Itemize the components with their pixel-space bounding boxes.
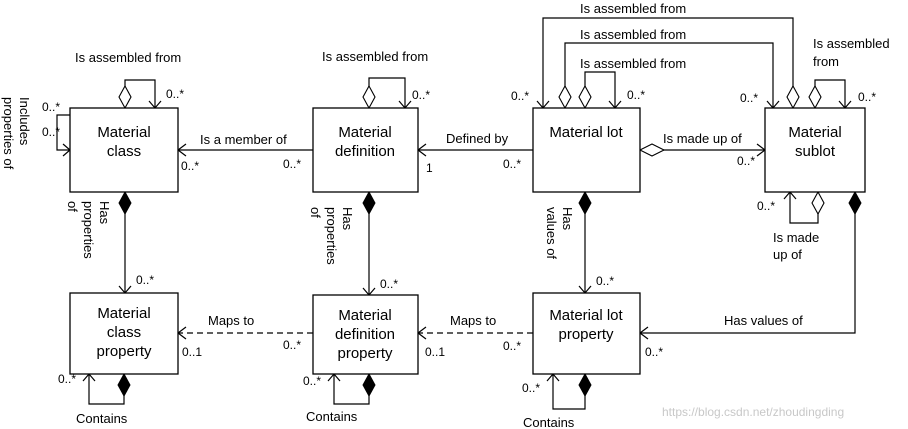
material-class-box: Material class	[69, 107, 179, 193]
definition-assembly-loop	[368, 77, 406, 108]
class-property-contains-loop	[88, 374, 125, 405]
svg-text:Material lot: Material lot	[549, 124, 623, 141]
svg-text:Material: Material	[338, 124, 391, 141]
label-maps-to-1: Maps to	[208, 313, 254, 328]
mult-definition-member: 0..*	[283, 157, 301, 171]
label-class-properties: properties	[81, 201, 96, 259]
svg-text:definition: definition	[335, 143, 395, 160]
label-class-of: of	[65, 201, 80, 212]
svg-text:sublot: sublot	[795, 143, 836, 160]
lot-assembly-loop-outer	[542, 17, 794, 108]
label-has-values-of: Has values of	[724, 313, 803, 328]
material-definition-box: Material definition	[312, 107, 419, 193]
label-lot-assembled-from-inner: Is assembled from	[580, 56, 686, 71]
material-class-property-box: Material class property	[69, 292, 179, 375]
label-contains-lot-property: Contains	[523, 415, 575, 429]
mult-maps-to-definition-right: 0..1	[425, 345, 445, 359]
lot-assembly-loop-middle	[564, 42, 774, 108]
svg-text:class: class	[107, 143, 141, 160]
mult-sublot-assembly-right: 0..*	[858, 90, 876, 104]
label-is-a-member-of: Is a member of	[200, 132, 287, 147]
svg-text:property: property	[337, 345, 393, 362]
mult-lot-property-contains: 0..*	[522, 381, 540, 395]
svg-text:Material lot: Material lot	[549, 307, 623, 324]
label-lot-assembled-from-outer: Is assembled from	[580, 1, 686, 16]
mult-maps-to-definition-left: 0..*	[283, 338, 301, 352]
mult-class-loop-bottom: 0..*	[42, 125, 60, 139]
mult-has-values-lot-property: 0..*	[645, 345, 663, 359]
class-self-loop	[56, 114, 70, 151]
svg-text:Material: Material	[97, 305, 150, 322]
material-lot-box: Material lot	[532, 107, 641, 193]
mult-definition-defined-by: 1	[426, 161, 433, 175]
label-definition-properties: properties	[324, 207, 339, 265]
svg-text:Material: Material	[97, 124, 150, 141]
watermark: https://blog.csdn.net/zhoudingding	[662, 405, 844, 419]
label-includes: Includes	[17, 97, 32, 146]
mult-sublot-made-up: 0..*	[737, 154, 755, 168]
mult-sublot-assembly-left: 0..*	[740, 91, 758, 105]
label-lot-has: Has	[560, 207, 575, 231]
svg-text:Material: Material	[338, 307, 391, 324]
sublot-has-values-connector	[640, 192, 856, 334]
label-properties-of-left: properties of	[1, 97, 16, 170]
material-lot-property-box: Material lot property	[532, 292, 641, 375]
svg-text:definition: definition	[335, 326, 395, 343]
mult-lot-assembly-right: 0..*	[627, 88, 645, 102]
mult-definition-property: 0..*	[380, 277, 398, 291]
label-defined-by: Defined by	[446, 131, 509, 146]
material-sublot-box: Material sublot	[764, 107, 866, 193]
label-maps-to-2: Maps to	[450, 313, 496, 328]
label-sublot-assembled: Is assembled	[813, 36, 890, 51]
svg-text:property: property	[96, 343, 152, 360]
mult-definition-property-contains: 0..*	[303, 374, 321, 388]
mult-maps-to-lot: 0..*	[503, 339, 521, 353]
mult-lot-assembly-left: 0..*	[511, 89, 529, 103]
label-sublot-is-made: Is made	[773, 230, 819, 245]
mult-definition-assembly: 0..*	[412, 88, 430, 102]
label-definition-of: of	[308, 207, 323, 218]
mult-class-assembly: 0..*	[166, 87, 184, 101]
label-is-made-up-of: Is made up of	[663, 131, 742, 146]
svg-text:class: class	[107, 324, 141, 341]
material-definition-property-box: Material definition property	[312, 294, 419, 375]
mult-class-member: 0..*	[181, 159, 199, 173]
label-definition-assembled-from: Is assembled from	[322, 49, 428, 64]
mult-maps-to-class: 0..1	[182, 345, 202, 359]
label-contains-definition-property: Contains	[306, 409, 358, 424]
mult-lot-defined-by: 0..*	[503, 157, 521, 171]
label-lot-values-of: values of	[544, 207, 559, 259]
definition-property-contains-loop	[333, 374, 370, 405]
mult-class-property-contains: 0..*	[58, 372, 76, 386]
svg-text:Material: Material	[788, 124, 841, 141]
mult-sublot-loop: 0..*	[757, 199, 775, 213]
mult-lot-property: 0..*	[596, 274, 614, 288]
label-class-assembled-from: Is assembled from	[75, 50, 181, 65]
label-definition-has: Has	[340, 207, 355, 231]
label-class-has: Has	[97, 201, 112, 225]
svg-text:property: property	[558, 326, 614, 343]
label-sublot-up-of: up of	[773, 247, 802, 262]
mult-class-property: 0..*	[136, 273, 154, 287]
label-lot-assembled-from-middle: Is assembled from	[580, 27, 686, 42]
mult-class-loop-top: 0..*	[42, 100, 60, 114]
label-contains-class-property: Contains	[76, 411, 128, 426]
label-sublot-from: from	[813, 54, 839, 69]
